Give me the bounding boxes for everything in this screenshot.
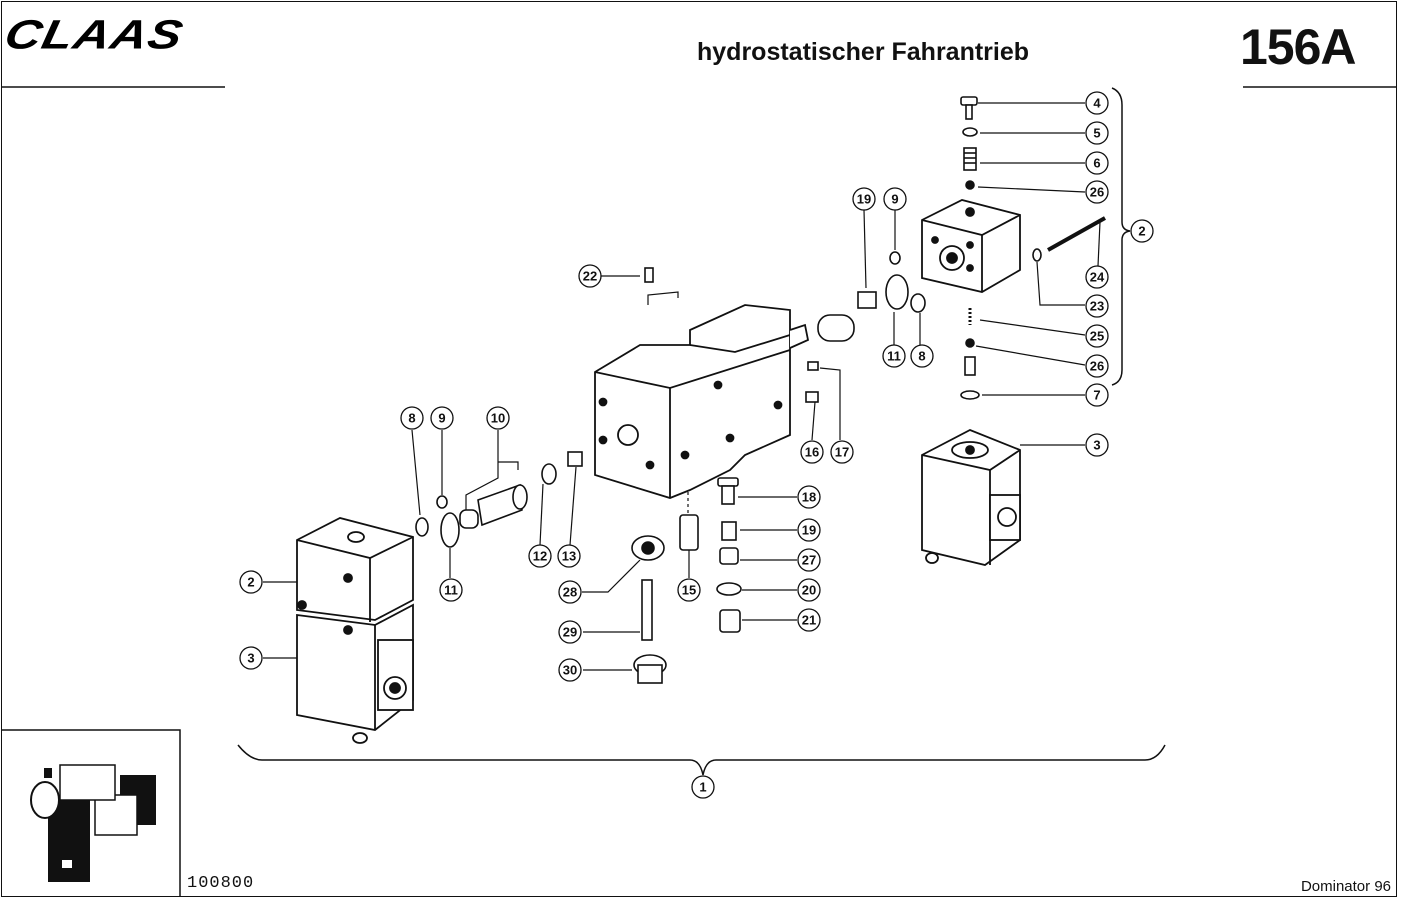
- svg-text:29: 29: [563, 625, 577, 640]
- svg-text:11: 11: [444, 583, 458, 598]
- svg-text:7: 7: [1093, 388, 1100, 403]
- svg-text:8: 8: [408, 411, 415, 426]
- svg-text:11: 11: [887, 349, 901, 364]
- left-solenoid-module: [296, 517, 414, 744]
- center-small-parts: [631, 251, 926, 684]
- callout-27: 27: [797, 548, 821, 572]
- callout-11-right: 11: [882, 344, 906, 368]
- svg-text:13: 13: [562, 549, 576, 564]
- svg-text:2: 2: [247, 575, 254, 590]
- svg-text:10: 10: [491, 411, 505, 426]
- svg-text:8: 8: [918, 349, 925, 364]
- callout-30: 30: [558, 658, 582, 682]
- callout-3-left: 3: [239, 646, 263, 670]
- svg-text:26: 26: [1090, 359, 1104, 374]
- machine-model: Dominator 96: [1300, 878, 1391, 895]
- callout-9-right: 9: [883, 187, 907, 211]
- callout-18: 18: [797, 485, 821, 509]
- svg-text:17: 17: [835, 445, 849, 460]
- callout-16: 16: [800, 440, 824, 464]
- leader-lines: [263, 102, 1101, 671]
- svg-text:18: 18: [802, 490, 816, 505]
- right-solenoid: [921, 429, 1021, 566]
- svg-text:9: 9: [891, 192, 898, 207]
- callout-6: 6: [1085, 151, 1109, 175]
- svg-text:27: 27: [802, 553, 816, 568]
- page-number: 156A: [1240, 19, 1357, 75]
- svg-text:15: 15: [682, 583, 696, 598]
- svg-text:1: 1: [699, 780, 706, 795]
- callout-19-bottom: 19: [797, 518, 821, 542]
- valve-block: [594, 304, 810, 499]
- callout-24: 24: [1085, 265, 1109, 289]
- inset-thumbnail: [2, 729, 181, 897]
- callout-25: 25: [1085, 324, 1109, 348]
- svg-text:3: 3: [1093, 438, 1100, 453]
- callout-5: 5: [1085, 121, 1109, 145]
- svg-text:19: 19: [802, 523, 816, 538]
- callout-28: 28: [558, 580, 582, 604]
- svg-text:23: 23: [1090, 299, 1104, 314]
- callout-8-right: 8: [910, 344, 934, 368]
- svg-text:4: 4: [1093, 96, 1101, 111]
- callout-20: 20: [797, 578, 821, 602]
- document-number: 100800: [187, 874, 255, 893]
- svg-text:26: 26: [1090, 185, 1104, 200]
- callout-12: 12: [528, 544, 552, 568]
- svg-text:12: 12: [533, 549, 547, 564]
- callout-1: 1: [691, 775, 715, 799]
- svg-text:19: 19: [857, 192, 871, 207]
- callout-2-left: 2: [239, 570, 263, 594]
- callout-4: 4: [1085, 91, 1109, 115]
- svg-text:3: 3: [247, 651, 254, 666]
- callout-19-top: 19: [852, 187, 876, 211]
- small-parts-stack: [960, 96, 1106, 400]
- svg-text:16: 16: [805, 445, 819, 460]
- callout-21: 21: [797, 608, 821, 632]
- left-small-parts: [415, 451, 583, 548]
- bracket-assembly-1: [237, 744, 1166, 776]
- callout-9-left: 9: [430, 406, 454, 430]
- callout-13: 13: [557, 544, 581, 568]
- callout-26-bottom: 26: [1085, 354, 1109, 378]
- svg-text:24: 24: [1090, 270, 1105, 285]
- callout-circles: 1 2 2 3 3 4 5 6 26 9 19 24 23 25 26 7 11…: [239, 91, 1154, 799]
- svg-text:25: 25: [1090, 329, 1104, 344]
- svg-text:20: 20: [802, 583, 816, 598]
- svg-text:28: 28: [563, 585, 577, 600]
- callout-7: 7: [1085, 383, 1109, 407]
- callout-10: 10: [486, 406, 510, 430]
- bracket-assembly-2: [1111, 87, 1131, 386]
- svg-text:2: 2: [1138, 224, 1145, 239]
- svg-text:21: 21: [802, 613, 816, 628]
- callout-23: 23: [1085, 294, 1109, 318]
- callout-22: 22: [578, 264, 602, 288]
- callout-2-right: 2: [1130, 219, 1154, 243]
- callout-15: 15: [677, 578, 701, 602]
- svg-text:30: 30: [563, 663, 577, 678]
- callout-17: 17: [830, 440, 854, 464]
- callout-3-right: 3: [1085, 433, 1109, 457]
- right-valve-block: [921, 199, 1021, 293]
- callout-11-left: 11: [439, 578, 463, 602]
- svg-text:9: 9: [438, 411, 445, 426]
- callout-29: 29: [558, 620, 582, 644]
- svg-text:6: 6: [1093, 156, 1100, 171]
- svg-text:22: 22: [583, 269, 597, 284]
- page-title: hydrostatischer Fahrantrieb: [697, 38, 1030, 66]
- svg-text:5: 5: [1093, 126, 1100, 141]
- callout-26-top: 26: [1085, 180, 1109, 204]
- callout-8-left: 8: [400, 406, 424, 430]
